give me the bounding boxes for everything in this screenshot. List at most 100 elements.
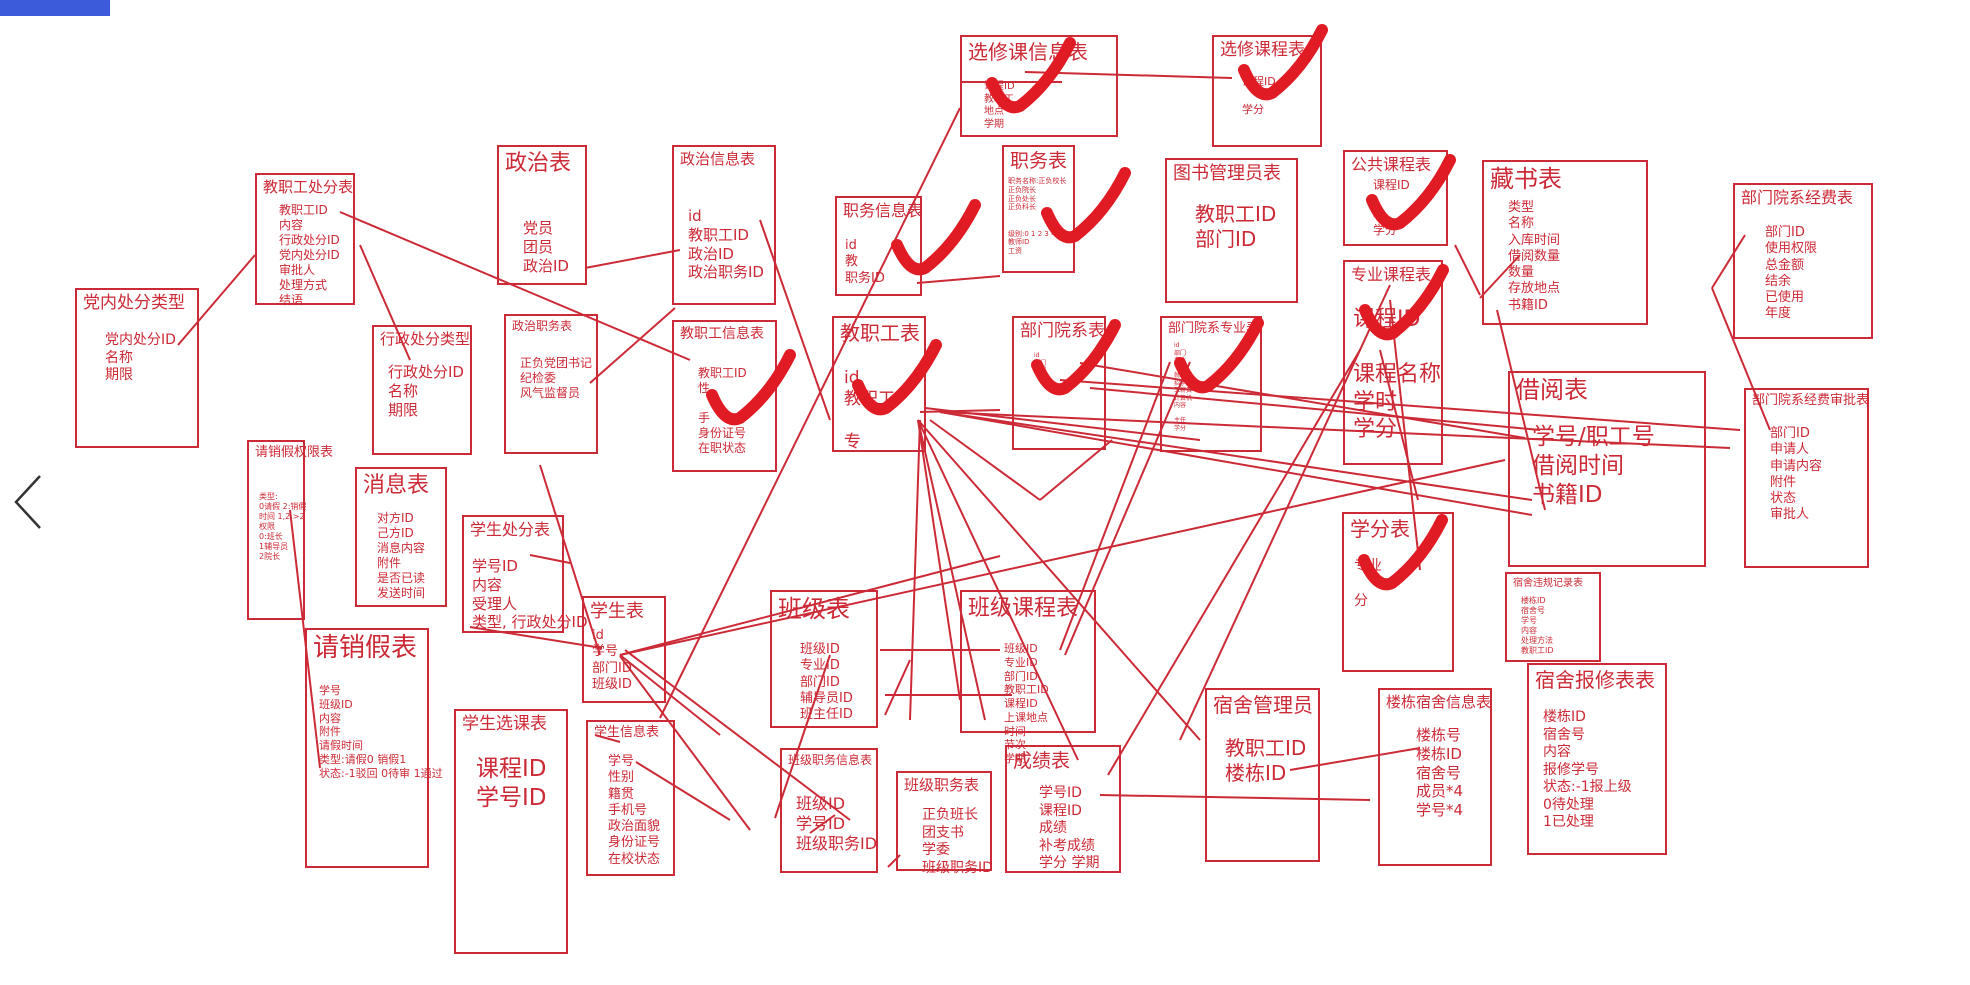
relationship-line: [809, 814, 836, 834]
relationship-line: [1454, 244, 1481, 296]
field-item: 班级ID: [796, 794, 846, 813]
field-item: 教职工ID: [1225, 736, 1307, 760]
table-fields: 类型名称入库时间借阅数量数量存放地点书籍ID: [1508, 200, 1560, 314]
field-item: 结语: [279, 293, 304, 307]
table-title: 图书管理员表: [1173, 163, 1281, 184]
relationship-line: [659, 107, 961, 719]
field-item: id: [1174, 342, 1180, 349]
field-item: 附件: [377, 556, 402, 570]
field-item: id: [592, 628, 604, 643]
field-item: 风气监督员: [520, 386, 581, 400]
relationship-line: [594, 734, 621, 743]
field-item: 附件: [1770, 474, 1797, 490]
checkmark-icon: [1031, 319, 1121, 396]
field-item: 在职状态: [698, 441, 747, 455]
relationship-line: [1099, 794, 1371, 801]
field-item: 成绩: [1039, 820, 1067, 836]
field-item: 教职工ID: [688, 225, 749, 244]
field-item: 党员: [523, 219, 554, 237]
field-item: 发送时间: [377, 586, 426, 600]
relationship-line: [1179, 284, 1391, 741]
field-item: 己方ID: [377, 526, 414, 540]
field-item: 班级ID: [1004, 642, 1038, 655]
table-bjzw: 班级职务表正负班长团支书学委班级职务ID: [896, 771, 993, 876]
table-title: 政治信息表: [680, 150, 756, 168]
table-title: 班级职务表: [904, 776, 980, 794]
field-item: 班级ID: [319, 697, 353, 711]
field-item: 教职工ID: [1004, 683, 1049, 697]
relationship-line: [1059, 379, 1741, 431]
field-item: 课程ID: [1039, 802, 1082, 819]
relationship-line: [1039, 439, 1113, 501]
chevron-left-icon: [14, 475, 41, 529]
field-item: 学分: [1174, 424, 1187, 432]
field-item: 正负院长: [1008, 185, 1036, 194]
relationship-line: [339, 211, 691, 361]
field-item: 部门ID: [1195, 227, 1257, 251]
field-item: 部门: [1174, 349, 1187, 357]
field-item: 节次: [1004, 738, 1026, 752]
table-title: 选修课程表: [1220, 40, 1305, 60]
table-title: 班级职务信息表: [788, 753, 873, 767]
field-item: 学分: [1353, 417, 1398, 442]
table-title: 教职工信息表: [680, 326, 764, 342]
table-fields: 正负党团书记纪检委风气监督员: [520, 356, 592, 401]
field-item: 专业ID: [1004, 655, 1038, 669]
field-item: 学号ID: [472, 557, 518, 575]
field-item: 学号/职工号: [1532, 424, 1655, 450]
field-item: 纪检委: [520, 371, 557, 385]
table-fields: 学号/职工号借阅时间书籍ID: [1532, 423, 1655, 509]
field-item: 内容: [1174, 402, 1187, 409]
field-item: 学号*4: [1416, 801, 1464, 819]
relationship-line: [1496, 309, 1546, 511]
field-item: 学期: [984, 118, 1004, 130]
field-item: 存放地点: [1508, 281, 1561, 297]
field-item: 是否已读: [377, 571, 426, 585]
table-title: 学分表: [1350, 517, 1410, 541]
field-item: 期限: [388, 400, 419, 419]
field-item: 部门ID: [592, 660, 632, 676]
relationship-line: [619, 654, 721, 736]
field-item: 课程ID: [1004, 697, 1038, 710]
field-item: id: [845, 238, 857, 253]
field-item: 职务ID: [845, 270, 885, 286]
table-title: 请销假表: [313, 633, 418, 663]
field-item: 教师ID: [1008, 238, 1030, 247]
field-item: 状态: [1770, 491, 1797, 506]
table-title: 班级课程表: [968, 596, 1079, 621]
field-item: 期限: [105, 367, 133, 383]
table-title: 宿舍违规记录表: [1513, 578, 1583, 589]
field-item: 名称: [388, 381, 419, 400]
field-item: 消息内容: [377, 541, 426, 555]
previous-button[interactable]: [6, 470, 50, 534]
table-xsxx: 学生信息表学号性别籍贯手机号政治面貌身份证号在校状态: [586, 720, 675, 876]
table-title: 藏书表: [1490, 165, 1562, 193]
field-item: 班级职务ID: [796, 834, 878, 853]
field-item: 学分 学期: [1039, 855, 1100, 871]
relationship-line: [1389, 299, 1421, 571]
field-item: 1已处理: [1543, 814, 1594, 830]
field-item: 处理方式: [279, 278, 328, 292]
field-item: 状态:-1驳回 0待审 1通过: [319, 766, 443, 780]
